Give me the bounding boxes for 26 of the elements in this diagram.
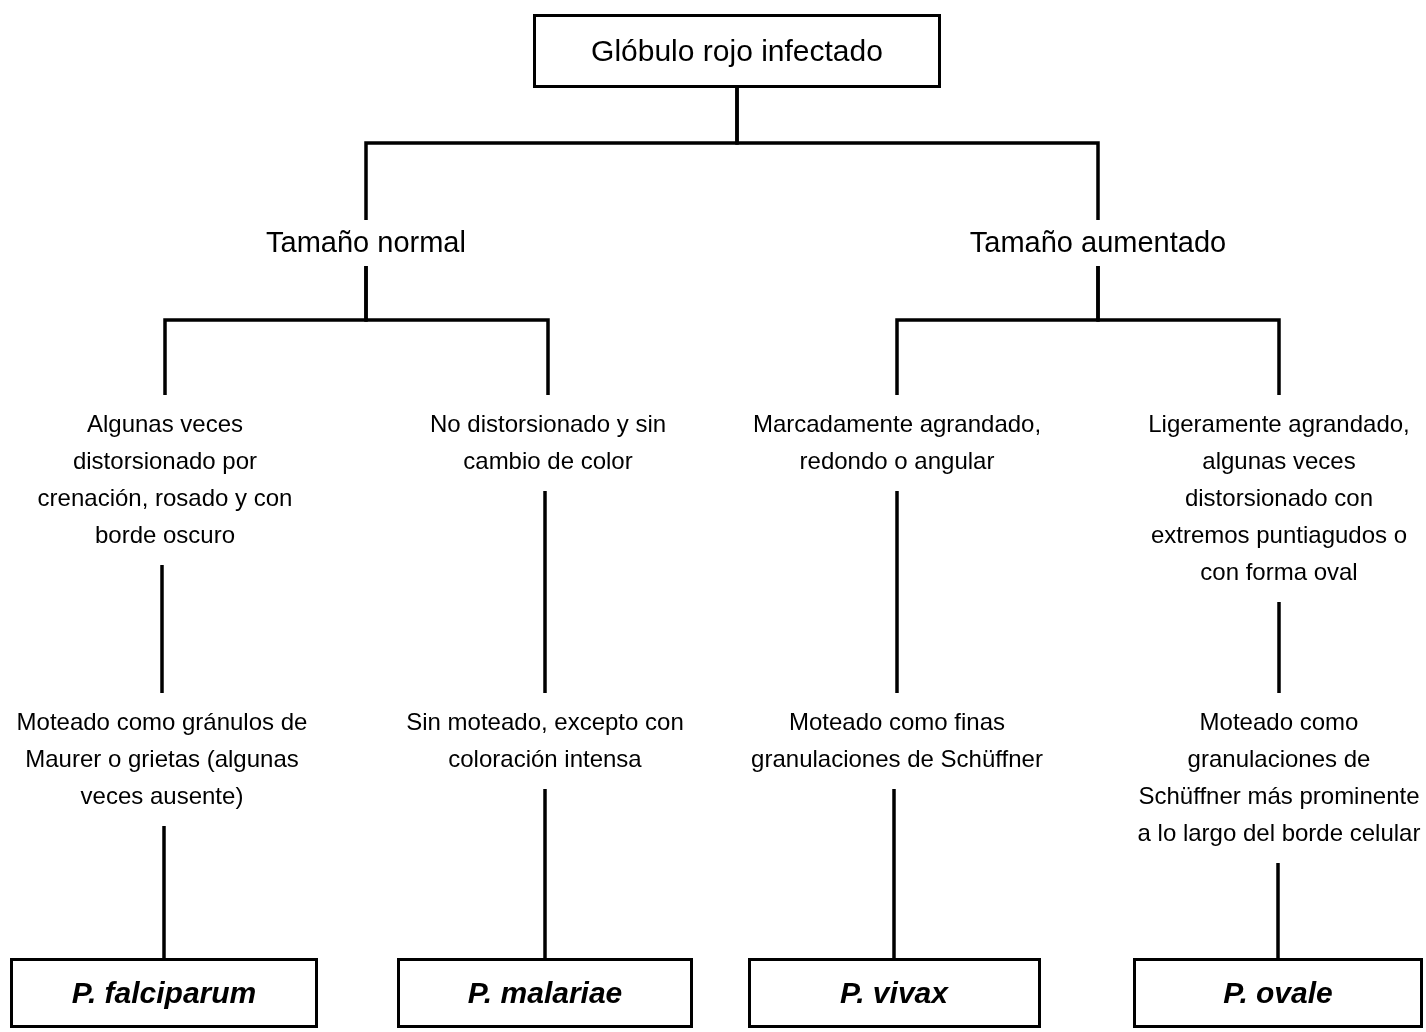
description-text: Algunas veces distorsionado por crenación, rosado y con borde oscuro [15, 405, 315, 553]
species-box: P. falciparum [10, 958, 318, 1028]
description-text: Moteado como gránulos de Maurer o grietas (algunas veces ausente) [9, 703, 315, 814]
connector-line [543, 491, 547, 693]
description-text: Marcadamente agrandado, redondo o angular [747, 405, 1047, 479]
description-text: Ligeramente agrandado, algunas veces distorsionado con extremos puntiagudos o con forma oval [1134, 405, 1424, 590]
category-label: Tamaño normal [206, 222, 526, 262]
connector-line [735, 88, 1100, 220]
species-box: P. malariae [397, 958, 693, 1028]
description-text: Sin moteado, excepto con coloración intensa [395, 703, 695, 777]
title-box: Glóbulo rojo infectado [533, 14, 941, 88]
connector-line [1096, 266, 1281, 395]
connector-line [364, 266, 550, 395]
connector-line [160, 565, 164, 693]
description-text: Moteado como finas granulaciones de Schüffner [747, 703, 1047, 777]
connector-line [892, 789, 896, 958]
connector-line [1276, 863, 1280, 958]
connector-line [895, 491, 899, 693]
connector-line [162, 826, 166, 958]
description-text: Moteado como granulaciones de Schüffner más prominente a lo largo del borde celular [1134, 703, 1424, 851]
connector-line [543, 789, 547, 958]
category-label: Tamaño aumentado [908, 222, 1288, 262]
connector-line [1277, 602, 1281, 693]
species-box: P. ovale [1133, 958, 1423, 1028]
species-box: P. vivax [747, 958, 1041, 1028]
description-text: No distorsionado y sin cambio de color [398, 405, 698, 479]
